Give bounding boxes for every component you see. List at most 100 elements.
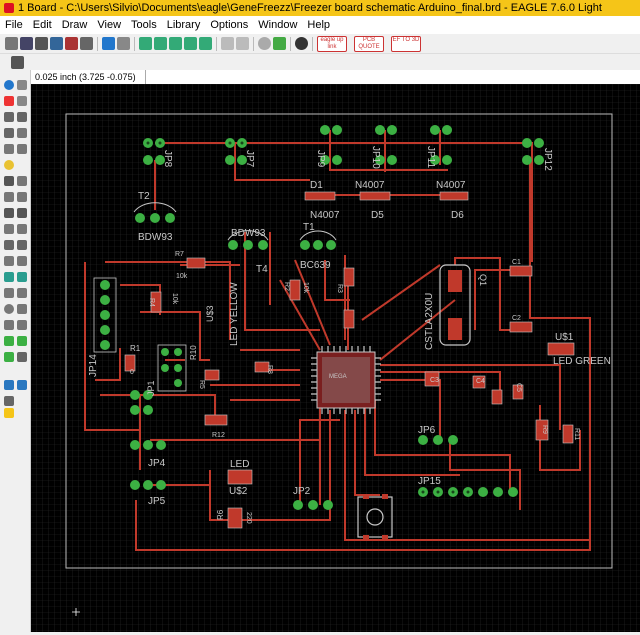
display-icon[interactable] xyxy=(4,96,14,106)
text-icon[interactable] xyxy=(17,288,27,298)
warning-icon[interactable] xyxy=(4,408,14,418)
label-jp4: JP4 xyxy=(148,458,166,469)
rotate-icon[interactable] xyxy=(17,128,27,138)
print-icon[interactable] xyxy=(35,37,48,50)
rect-icon[interactable] xyxy=(4,320,14,330)
menu-edit[interactable]: Edit xyxy=(32,19,52,31)
pcb-quote-button[interactable]: PCB QUOTE xyxy=(354,35,384,52)
stop-icon[interactable] xyxy=(258,37,271,50)
move-icon[interactable] xyxy=(4,112,14,122)
go-icon[interactable] xyxy=(273,37,286,50)
zoom-select-icon[interactable] xyxy=(199,37,212,50)
menu-library[interactable]: Library xyxy=(166,19,201,31)
menu-help[interactable]: Help xyxy=(307,19,331,31)
window-title: 1 Board - C:\Users\Silvio\Documents\eagl… xyxy=(18,2,602,14)
script-icon[interactable] xyxy=(80,37,93,50)
show-icon[interactable] xyxy=(17,80,27,90)
wire-icon[interactable] xyxy=(4,288,14,298)
label-r12: R12 xyxy=(212,432,225,439)
cam-icon[interactable] xyxy=(50,37,63,50)
ratsnest-icon[interactable] xyxy=(4,352,14,362)
wrench-icon[interactable] xyxy=(17,144,27,154)
redo-icon[interactable] xyxy=(236,37,249,50)
attribute-icon[interactable] xyxy=(4,396,14,406)
label-n4007-a: N4007 xyxy=(355,180,385,191)
via-icon[interactable] xyxy=(4,336,14,346)
label-jp15: JP15 xyxy=(418,476,441,487)
name-icon[interactable] xyxy=(4,192,14,202)
save-icon[interactable] xyxy=(20,37,33,50)
signal-icon[interactable] xyxy=(4,272,14,282)
lock-icon[interactable] xyxy=(4,208,14,218)
zoom-redraw-icon[interactable] xyxy=(184,37,197,50)
crystal-outline xyxy=(439,264,471,346)
label-q1: Q1 xyxy=(478,274,488,286)
polygon-icon[interactable] xyxy=(17,320,27,330)
hole-icon[interactable] xyxy=(17,336,27,346)
label-jp11: JP11 xyxy=(425,146,436,168)
pads xyxy=(100,125,544,510)
label-jp7: JP7 xyxy=(244,150,255,168)
value-icon[interactable] xyxy=(17,192,27,202)
board-switch-icon[interactable] xyxy=(65,37,78,50)
zoom-out-icon[interactable] xyxy=(169,37,182,50)
group-icon[interactable] xyxy=(4,144,14,154)
errors-icon[interactable] xyxy=(17,380,27,390)
command-line-input[interactable] xyxy=(146,70,640,84)
smash-icon[interactable] xyxy=(17,208,27,218)
drc-icon[interactable] xyxy=(4,380,14,390)
menu-draw[interactable]: Draw xyxy=(61,19,88,31)
label-jp2: JP2 xyxy=(293,486,311,497)
label-c5: C5 xyxy=(515,383,522,392)
label-t1: T1 xyxy=(303,222,315,233)
menu-file[interactable]: File xyxy=(5,19,23,31)
delete-icon[interactable] xyxy=(4,176,14,186)
eagle-app-icon xyxy=(4,3,14,13)
paste-icon[interactable] xyxy=(4,160,14,170)
mirror-icon[interactable] xyxy=(4,128,14,138)
menu-view[interactable]: View xyxy=(97,19,122,31)
copy-icon[interactable] xyxy=(17,112,27,122)
grid-icon[interactable] xyxy=(11,56,24,69)
optimize-icon[interactable] xyxy=(4,240,14,250)
to-3d-button[interactable]: EF TO 3D xyxy=(391,35,421,52)
info-icon[interactable] xyxy=(4,80,14,90)
board-canvas[interactable]: JP8 JP7 JP9 JP10 JP11 JP12 D1 N4007 N400… xyxy=(31,84,640,632)
smd-parts xyxy=(124,191,575,529)
eagle-up-link-button[interactable]: eagle up link xyxy=(317,35,347,52)
split-icon[interactable] xyxy=(17,224,27,234)
layer-icon[interactable] xyxy=(102,37,115,50)
label-jp12: JP12 xyxy=(542,148,553,171)
open-icon[interactable] xyxy=(5,37,18,50)
menu-options[interactable]: Options xyxy=(210,19,249,31)
label-r8: R8 xyxy=(266,365,273,374)
arc-icon[interactable] xyxy=(17,304,27,314)
meander-icon[interactable] xyxy=(17,240,27,250)
label-d5: D5 xyxy=(371,210,384,221)
autorouter-icon[interactable] xyxy=(17,272,27,282)
menu-window[interactable]: Window xyxy=(258,19,298,31)
miter-icon[interactable] xyxy=(4,224,14,234)
menu-tools[interactable]: Tools xyxy=(131,19,157,31)
ulp-icon[interactable] xyxy=(117,37,130,50)
ripup-icon[interactable] xyxy=(17,256,27,266)
label-u3: U$3 xyxy=(205,305,215,322)
label-c3: C3 xyxy=(430,377,439,384)
label-c1: C1 xyxy=(512,259,521,266)
reset-button-footprint xyxy=(357,496,393,538)
label-led: LED xyxy=(230,459,249,470)
zoom-fit-icon[interactable] xyxy=(139,37,152,50)
zoom-in-icon[interactable] xyxy=(154,37,167,50)
route-icon[interactable] xyxy=(4,256,14,266)
label-c2: C2 xyxy=(512,315,521,322)
label-r2-value: 10k xyxy=(302,282,309,294)
auto-icon[interactable] xyxy=(17,352,27,362)
mark-icon[interactable] xyxy=(17,96,27,106)
undo-icon[interactable] xyxy=(221,37,234,50)
label-n4007-c: N4007 xyxy=(310,210,340,221)
label-jp6: JP6 xyxy=(418,425,436,436)
help-icon[interactable] xyxy=(295,37,308,50)
add-icon[interactable] xyxy=(17,176,27,186)
circle-icon[interactable] xyxy=(4,304,14,314)
title-bar: 1 Board - C:\Users\Silvio\Documents\eagl… xyxy=(0,0,640,16)
